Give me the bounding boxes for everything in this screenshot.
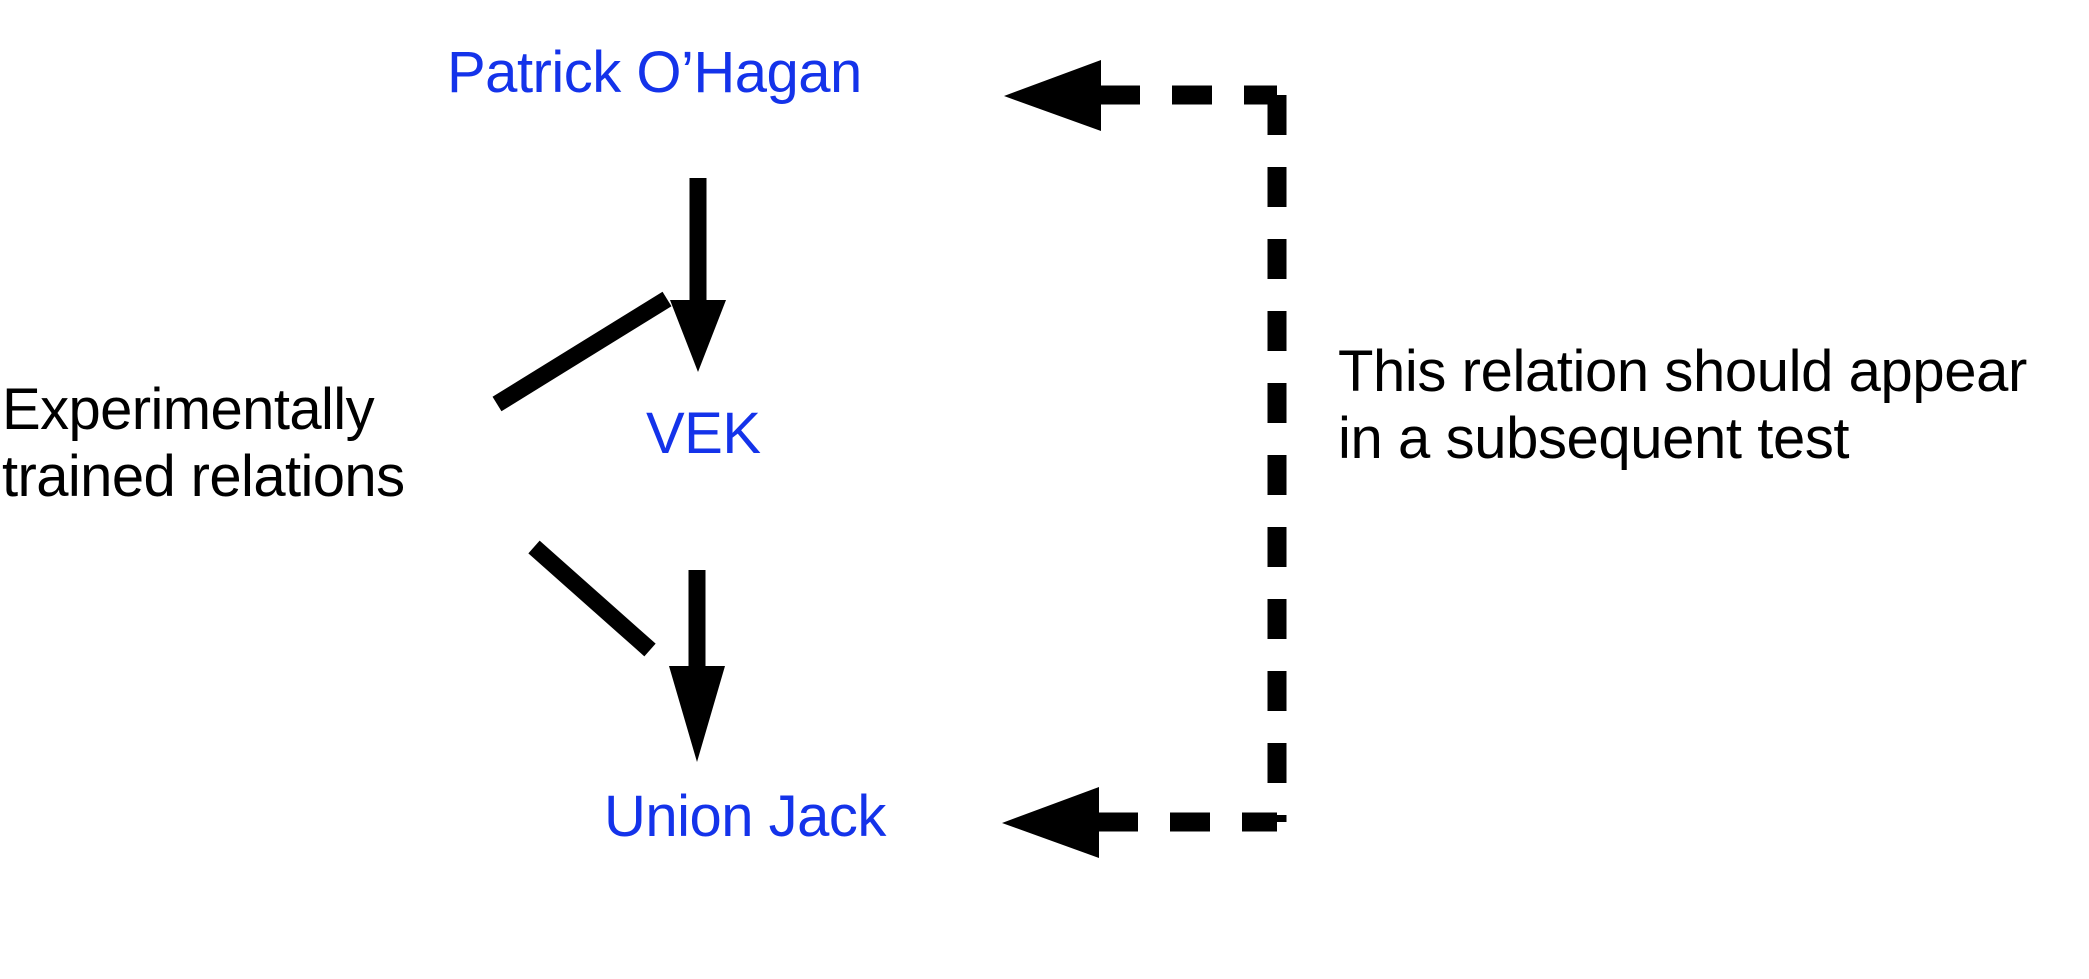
node-label-patrick-ohagan: Patrick O’Hagan: [447, 40, 862, 105]
edge-vek-to-unionjack-arrowhead: [669, 666, 725, 762]
node-label-union-jack: Union Jack: [604, 784, 886, 849]
annotation-experimentally-trained-relations: Experimentally trained relations: [2, 377, 405, 510]
edge-dashed-return-to-patrick-arrowhead: [1004, 60, 1101, 131]
annotation-relation-should-appear: This relation should appear in a subsequ…: [1338, 339, 2027, 472]
edge-vek-to-unionjack: [669, 570, 725, 762]
node-label-vek: VEK: [646, 401, 761, 466]
edge-patrick-to-vek-arrowhead: [670, 300, 726, 372]
edge-dashed-return-to-patrick: [1004, 60, 1277, 131]
edge-dashed-return-to-unionjack: [1002, 787, 1277, 858]
edge-experimental-to-upper-arrow: [492, 291, 672, 412]
edge-experimental-to-lower-arrow: [528, 540, 656, 657]
edge-patrick-to-vek: [670, 178, 726, 372]
edge-dashed-return-to-unionjack-arrowhead: [1002, 787, 1099, 858]
